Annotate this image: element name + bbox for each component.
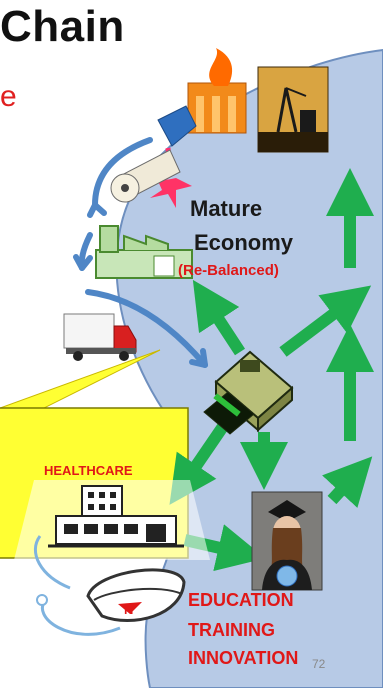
hospital-icon xyxy=(14,480,210,560)
education-label: EDUCATION xyxy=(188,590,294,610)
page-number: 72 xyxy=(312,657,326,671)
rebalanced-label: (Re-Balanced) xyxy=(178,262,279,279)
economy-label: Economy xyxy=(194,230,294,255)
nurse-cap-icon: N xyxy=(86,568,186,623)
healthcare-label: HEALTHCARE xyxy=(44,463,133,478)
mine-headframe-icon xyxy=(257,66,329,153)
paper-roll-icon xyxy=(110,149,181,203)
stethoscope-icon xyxy=(33,535,121,636)
slide-title-fragment: Chain xyxy=(0,2,125,51)
graduate-icon xyxy=(251,491,323,591)
supply-chain-arrows xyxy=(73,137,208,368)
svg-text:N: N xyxy=(124,602,133,617)
furnace-icon xyxy=(150,48,247,208)
training-label: TRAINING xyxy=(188,620,275,640)
truck-icon xyxy=(63,313,137,361)
innovation-label: INNOVATION xyxy=(188,648,299,668)
factory-icon xyxy=(95,225,193,279)
growth-arrows xyxy=(169,168,374,572)
mature-label: Mature xyxy=(190,196,263,221)
cash-register-icon xyxy=(203,350,294,435)
slide-subtitle-fragment: e xyxy=(0,80,17,113)
